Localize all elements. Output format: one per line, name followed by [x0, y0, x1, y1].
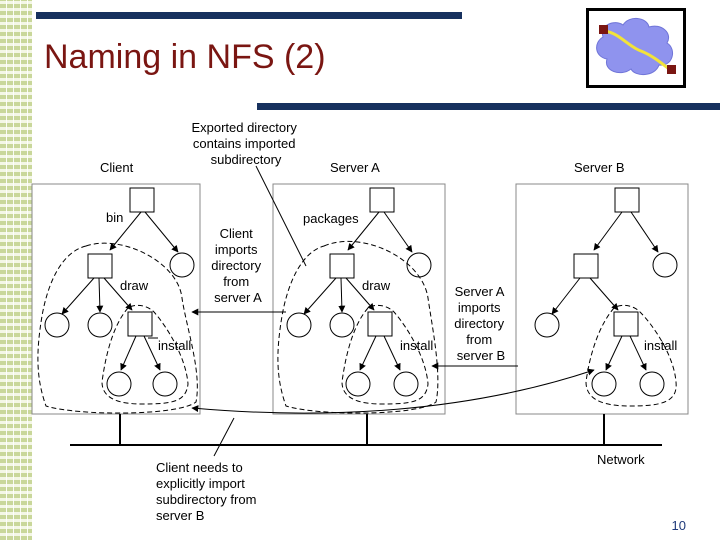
client-imports-callout: Client imports directory from server A	[211, 226, 264, 305]
server-a-imports-callout: Server A imports directory from server B	[454, 284, 507, 363]
server-b-install-dashed-region	[585, 304, 677, 407]
page-number: 10	[671, 518, 686, 533]
server-a-install-node	[367, 311, 393, 337]
client-needs-import-curve	[191, 368, 595, 414]
bin-label: bin	[106, 210, 123, 225]
server-a-root-node	[369, 187, 395, 213]
exported-directory-callout: Exported directory contains imported sub…	[191, 120, 300, 167]
server-b-tree	[534, 187, 678, 397]
client-install-label: install	[158, 338, 191, 353]
client-install-dashed-region	[101, 304, 189, 405]
server-b-install-label: install	[644, 338, 677, 353]
server-a-draw-label: draw	[362, 278, 391, 293]
server-a-install-label: install	[400, 338, 433, 353]
client-root-node	[129, 187, 155, 213]
slide-title: Naming in NFS (2)	[44, 38, 326, 76]
server-a-packages-node	[329, 253, 355, 279]
client-file-node	[169, 252, 195, 278]
server-b-root-node	[614, 187, 640, 213]
top-accent-bar	[36, 12, 462, 19]
network-cloud-icon	[596, 18, 676, 75]
client-install-node	[127, 311, 153, 337]
network-label: Network	[597, 452, 645, 467]
client-draw-label: draw	[120, 278, 149, 293]
client-bin-node	[87, 253, 113, 279]
client-needs-import-callout: Client needs to explicitly import subdir…	[156, 460, 260, 523]
server-b-dir-node	[573, 253, 599, 279]
client-tree	[44, 187, 195, 397]
client-needs-callout-line	[213, 417, 235, 457]
logo	[586, 8, 686, 88]
client-draw-dashed-region	[37, 242, 198, 414]
server-b-label: Server B	[574, 160, 625, 175]
client-label: Client	[100, 160, 134, 175]
server-b-install-node	[613, 311, 639, 337]
title-underline-bar	[257, 103, 720, 110]
exported-callout-line	[255, 165, 307, 267]
server-a-label: Server A	[330, 160, 380, 175]
nfs-naming-diagram: Client Server A Server B Network bin dra…	[31, 120, 689, 523]
packages-label: packages	[303, 211, 359, 226]
